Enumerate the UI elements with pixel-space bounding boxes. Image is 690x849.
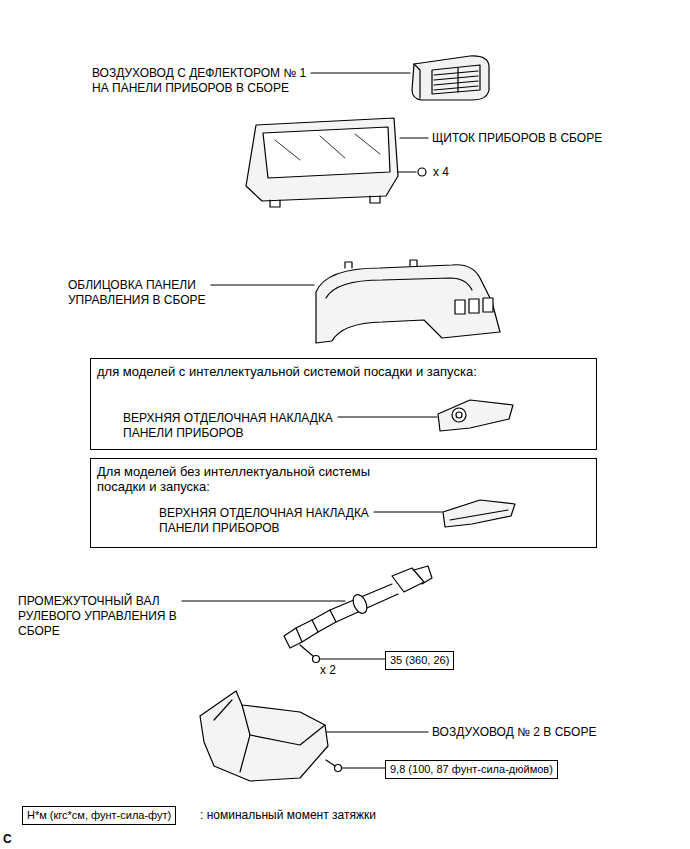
torque-value: 9,8 (100, 87 фунт-сила-дюймов) — [390, 762, 553, 777]
leader-line — [182, 600, 345, 601]
quantity-callout: x 4 — [433, 165, 449, 180]
part-name: ОБЛИЦОВКА ПАНЕЛИ УПРАВЛЕНИЯ В СБОРЕ — [68, 278, 233, 308]
leader-line — [374, 511, 442, 512]
legend-note: : номинальный момент затяжки — [200, 808, 376, 823]
condition-frame: для моделей с интеллектуальной системой … — [90, 358, 597, 450]
part-name: ВЕРХНЯЯ ОТДЕЛОЧНАЯ НАКЛАДКА ПАНЕЛИ ПРИБО… — [123, 411, 353, 441]
leader-line — [211, 284, 314, 285]
leader-line — [320, 658, 385, 659]
condition-heading: для моделей с интеллектуальной системой … — [97, 364, 587, 379]
cluster-drawing — [246, 118, 426, 207]
quantity-callout: x 2 — [320, 663, 336, 678]
part-name: ВОЗДУХОВОД С ДЕФЛЕКТОРОМ № 1 НА ПАНЕЛИ П… — [92, 66, 320, 96]
part-name: ПРОМЕЖУТОЧНЫЙ ВАЛ РУЛЕВОГО УПРАВЛЕНИЯ В … — [18, 594, 180, 639]
trim-drawing — [438, 400, 513, 431]
part-name: ЩИТОК ПРИБОРОВ В СБОРЕ — [432, 131, 602, 146]
torque-spec-box: 35 (360, 26) — [385, 651, 454, 670]
torque-value: 35 (360, 26) — [390, 653, 449, 668]
torque-value: Н*м (кгс*см, фунт-сила-фут) — [27, 808, 171, 823]
duct-drawing — [200, 691, 342, 781]
shaft-drawing — [284, 566, 432, 663]
part-name: ВОЗДУХОВОД № 2 В СБОРЕ — [432, 725, 596, 740]
leader-line — [311, 72, 410, 73]
trim-drawing — [443, 500, 515, 527]
bezel-drawing — [316, 260, 500, 343]
vent-drawing — [412, 56, 489, 100]
leader-line — [320, 731, 428, 732]
torque-spec-box: 9,8 (100, 87 фунт-сила-дюймов) — [385, 760, 558, 779]
condition-frame: Для моделей без интеллектуальной системы… — [90, 458, 597, 548]
part-name: ВЕРХНЯЯ ОТДЕЛОЧНАЯ НАКЛАДКА ПАНЕЛИ ПРИБО… — [159, 506, 389, 536]
leader-line — [400, 137, 428, 138]
condition-heading: Для моделей без интеллектуальной системы… — [97, 464, 417, 494]
leader-line — [342, 767, 385, 768]
figure-code: C — [3, 832, 12, 847]
leader-line — [338, 416, 437, 417]
legend-box: Н*м (кгс*см, фунт-сила-фут) — [22, 806, 176, 825]
